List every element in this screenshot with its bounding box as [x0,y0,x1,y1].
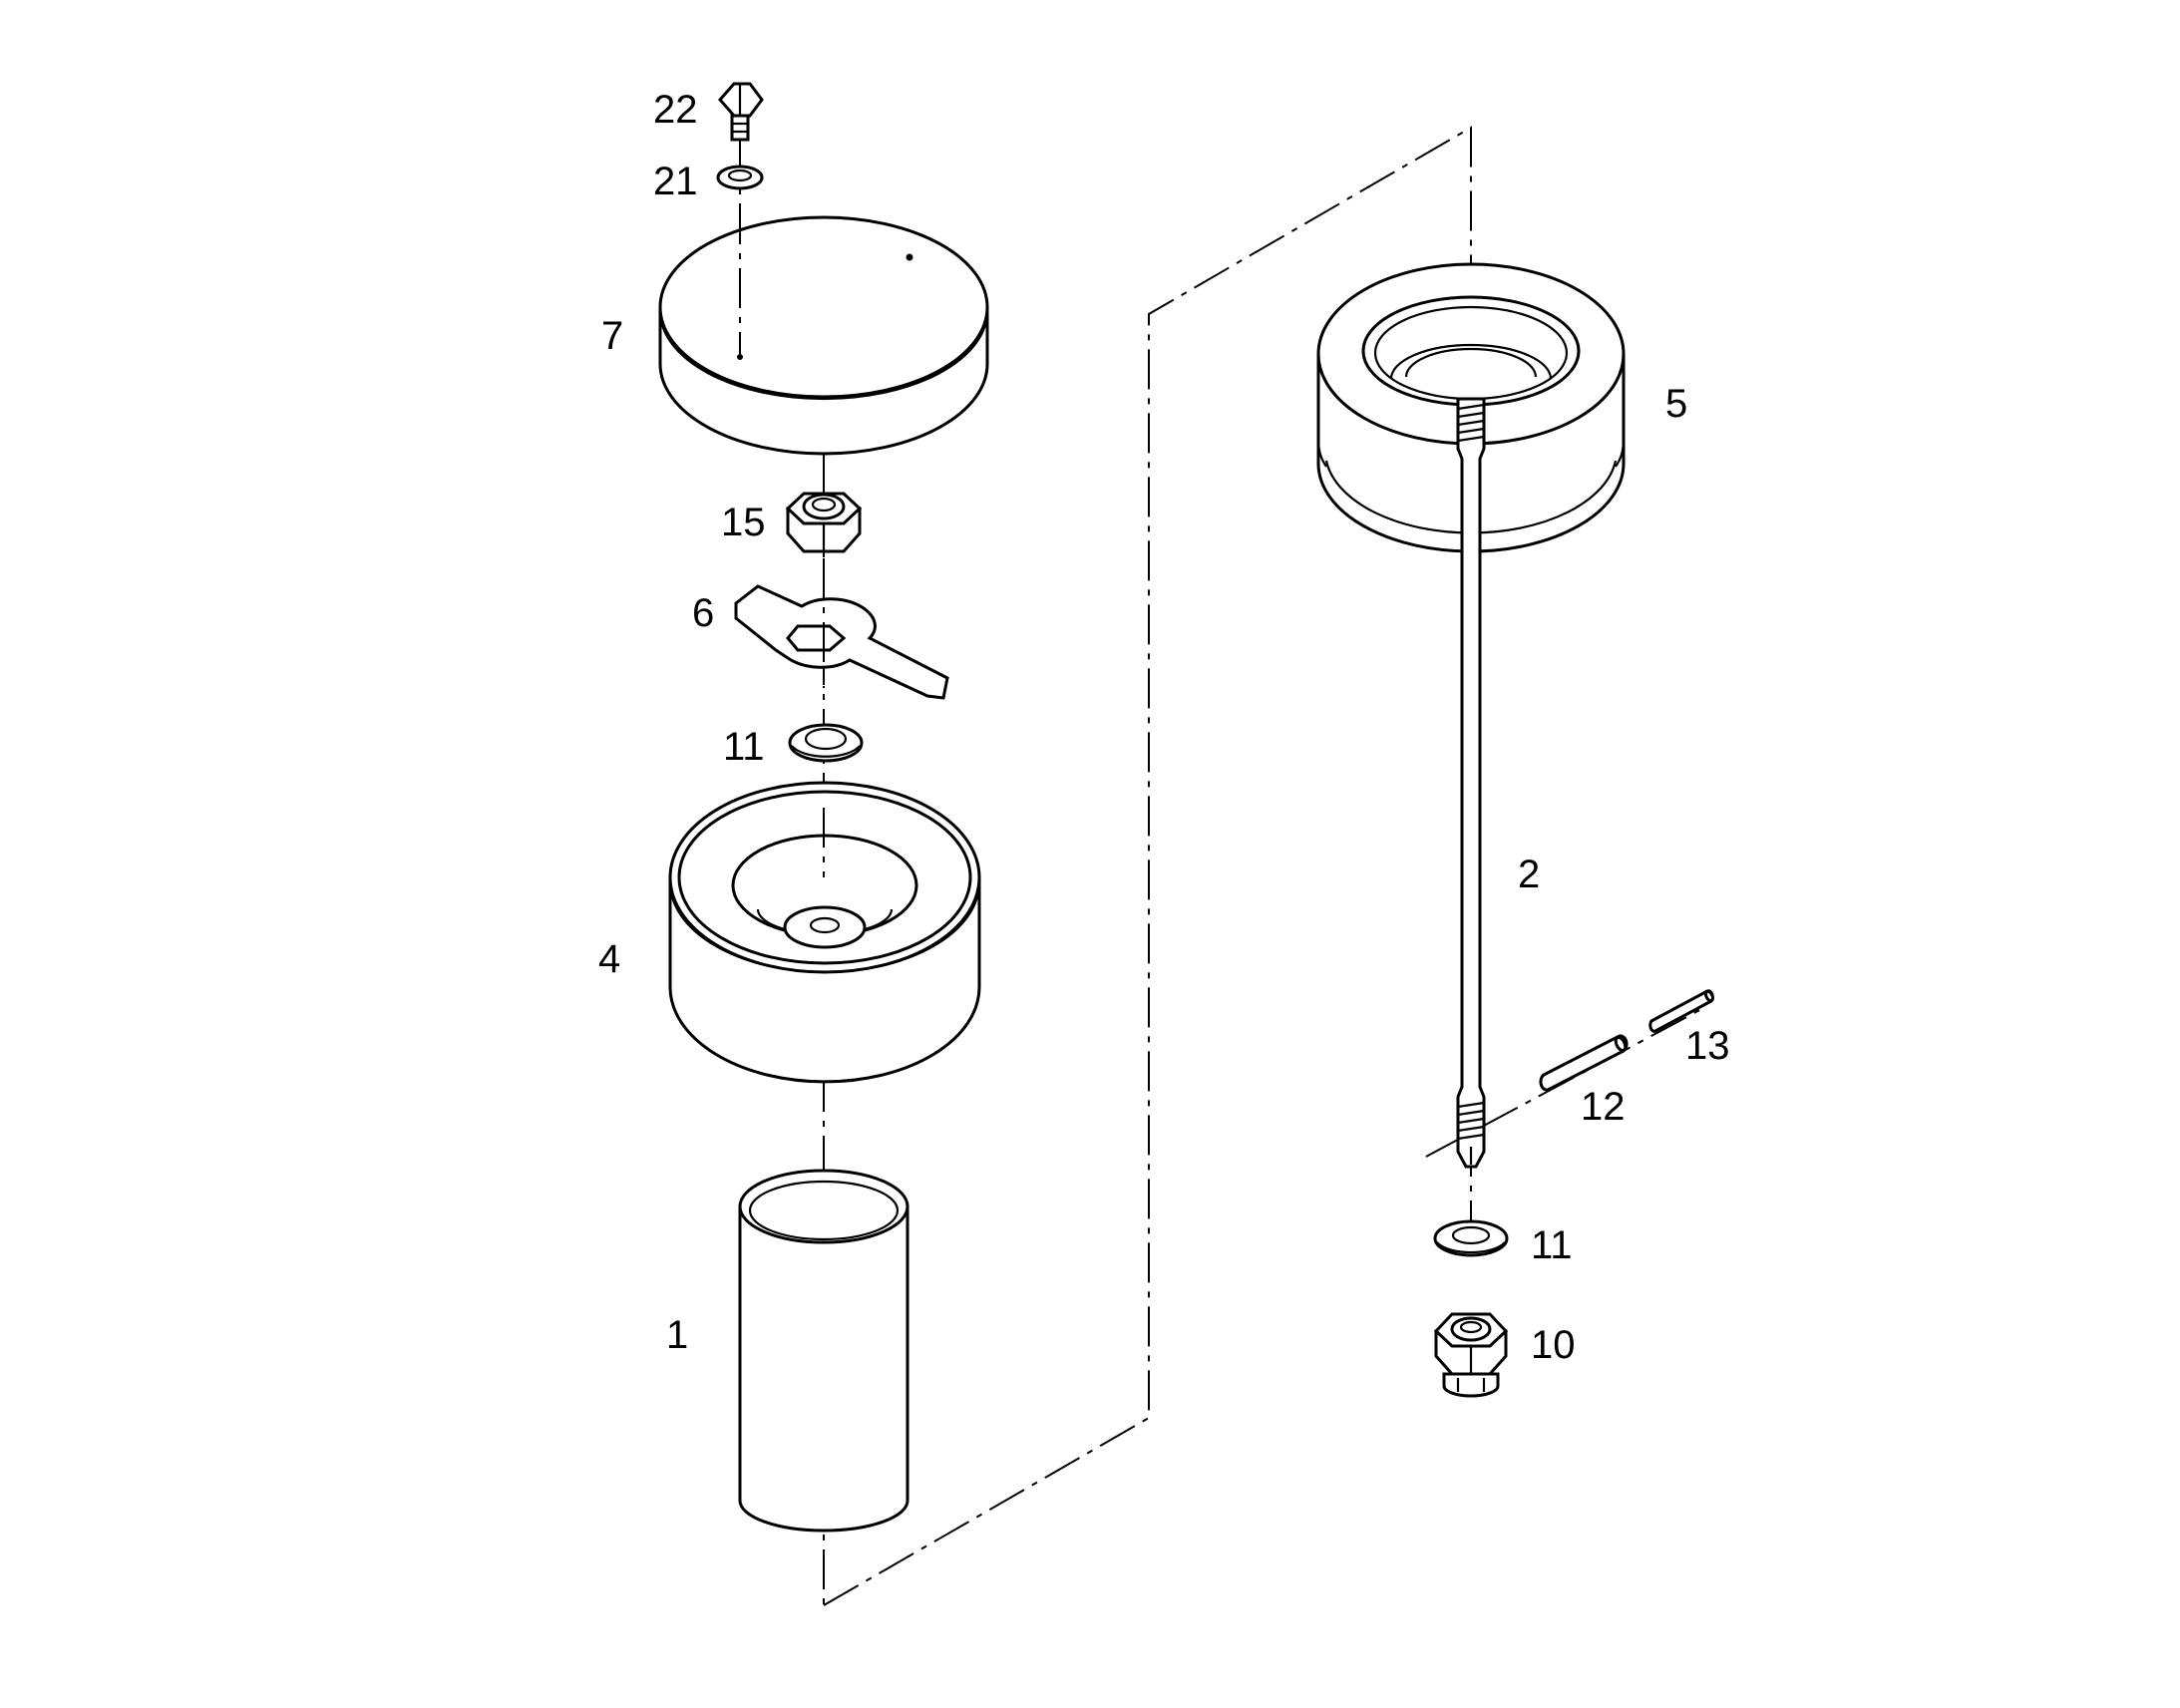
callout-2: 2 [1518,853,1540,896]
washer-11-lower [1433,1219,1509,1257]
rubber-mount-4 [668,781,981,1084]
callout-12: 12 [1581,1085,1626,1129]
stud-thread-top [1457,403,1485,443]
callout-5: 5 [1665,382,1687,426]
lock-plate-6 [734,558,949,700]
castle-nut-10 [1433,1312,1509,1398]
stud-thread-bottom [1457,1101,1485,1141]
callout-4: 4 [598,937,620,981]
callout-11-lower: 11 [1531,1223,1573,1267]
pin-12 [1539,1034,1629,1092]
callout-1: 1 [666,1313,688,1357]
callout-15: 15 [721,501,766,544]
washer-11-upper [788,723,864,763]
callout-11-upper: 11 [723,725,765,769]
sleeve-1 [738,1169,909,1533]
callout-7: 7 [601,314,623,358]
callout-13: 13 [1685,1024,1730,1068]
callout-labels: 22 21 7 15 6 11 4 1 5 2 13 12 11 10 [598,88,1730,1367]
callout-22: 22 [653,88,698,132]
pin-13 [1648,989,1715,1033]
rubber-mount-5 [1316,262,1626,553]
cap-7 [658,204,989,456]
callout-10: 10 [1531,1323,1576,1367]
callout-21: 21 [653,160,698,203]
stud-2 [1456,397,1486,1169]
washer-21 [716,165,764,190]
hex-nut-15 [785,492,863,553]
bolt-22 [718,82,764,142]
callout-6: 6 [692,591,714,635]
